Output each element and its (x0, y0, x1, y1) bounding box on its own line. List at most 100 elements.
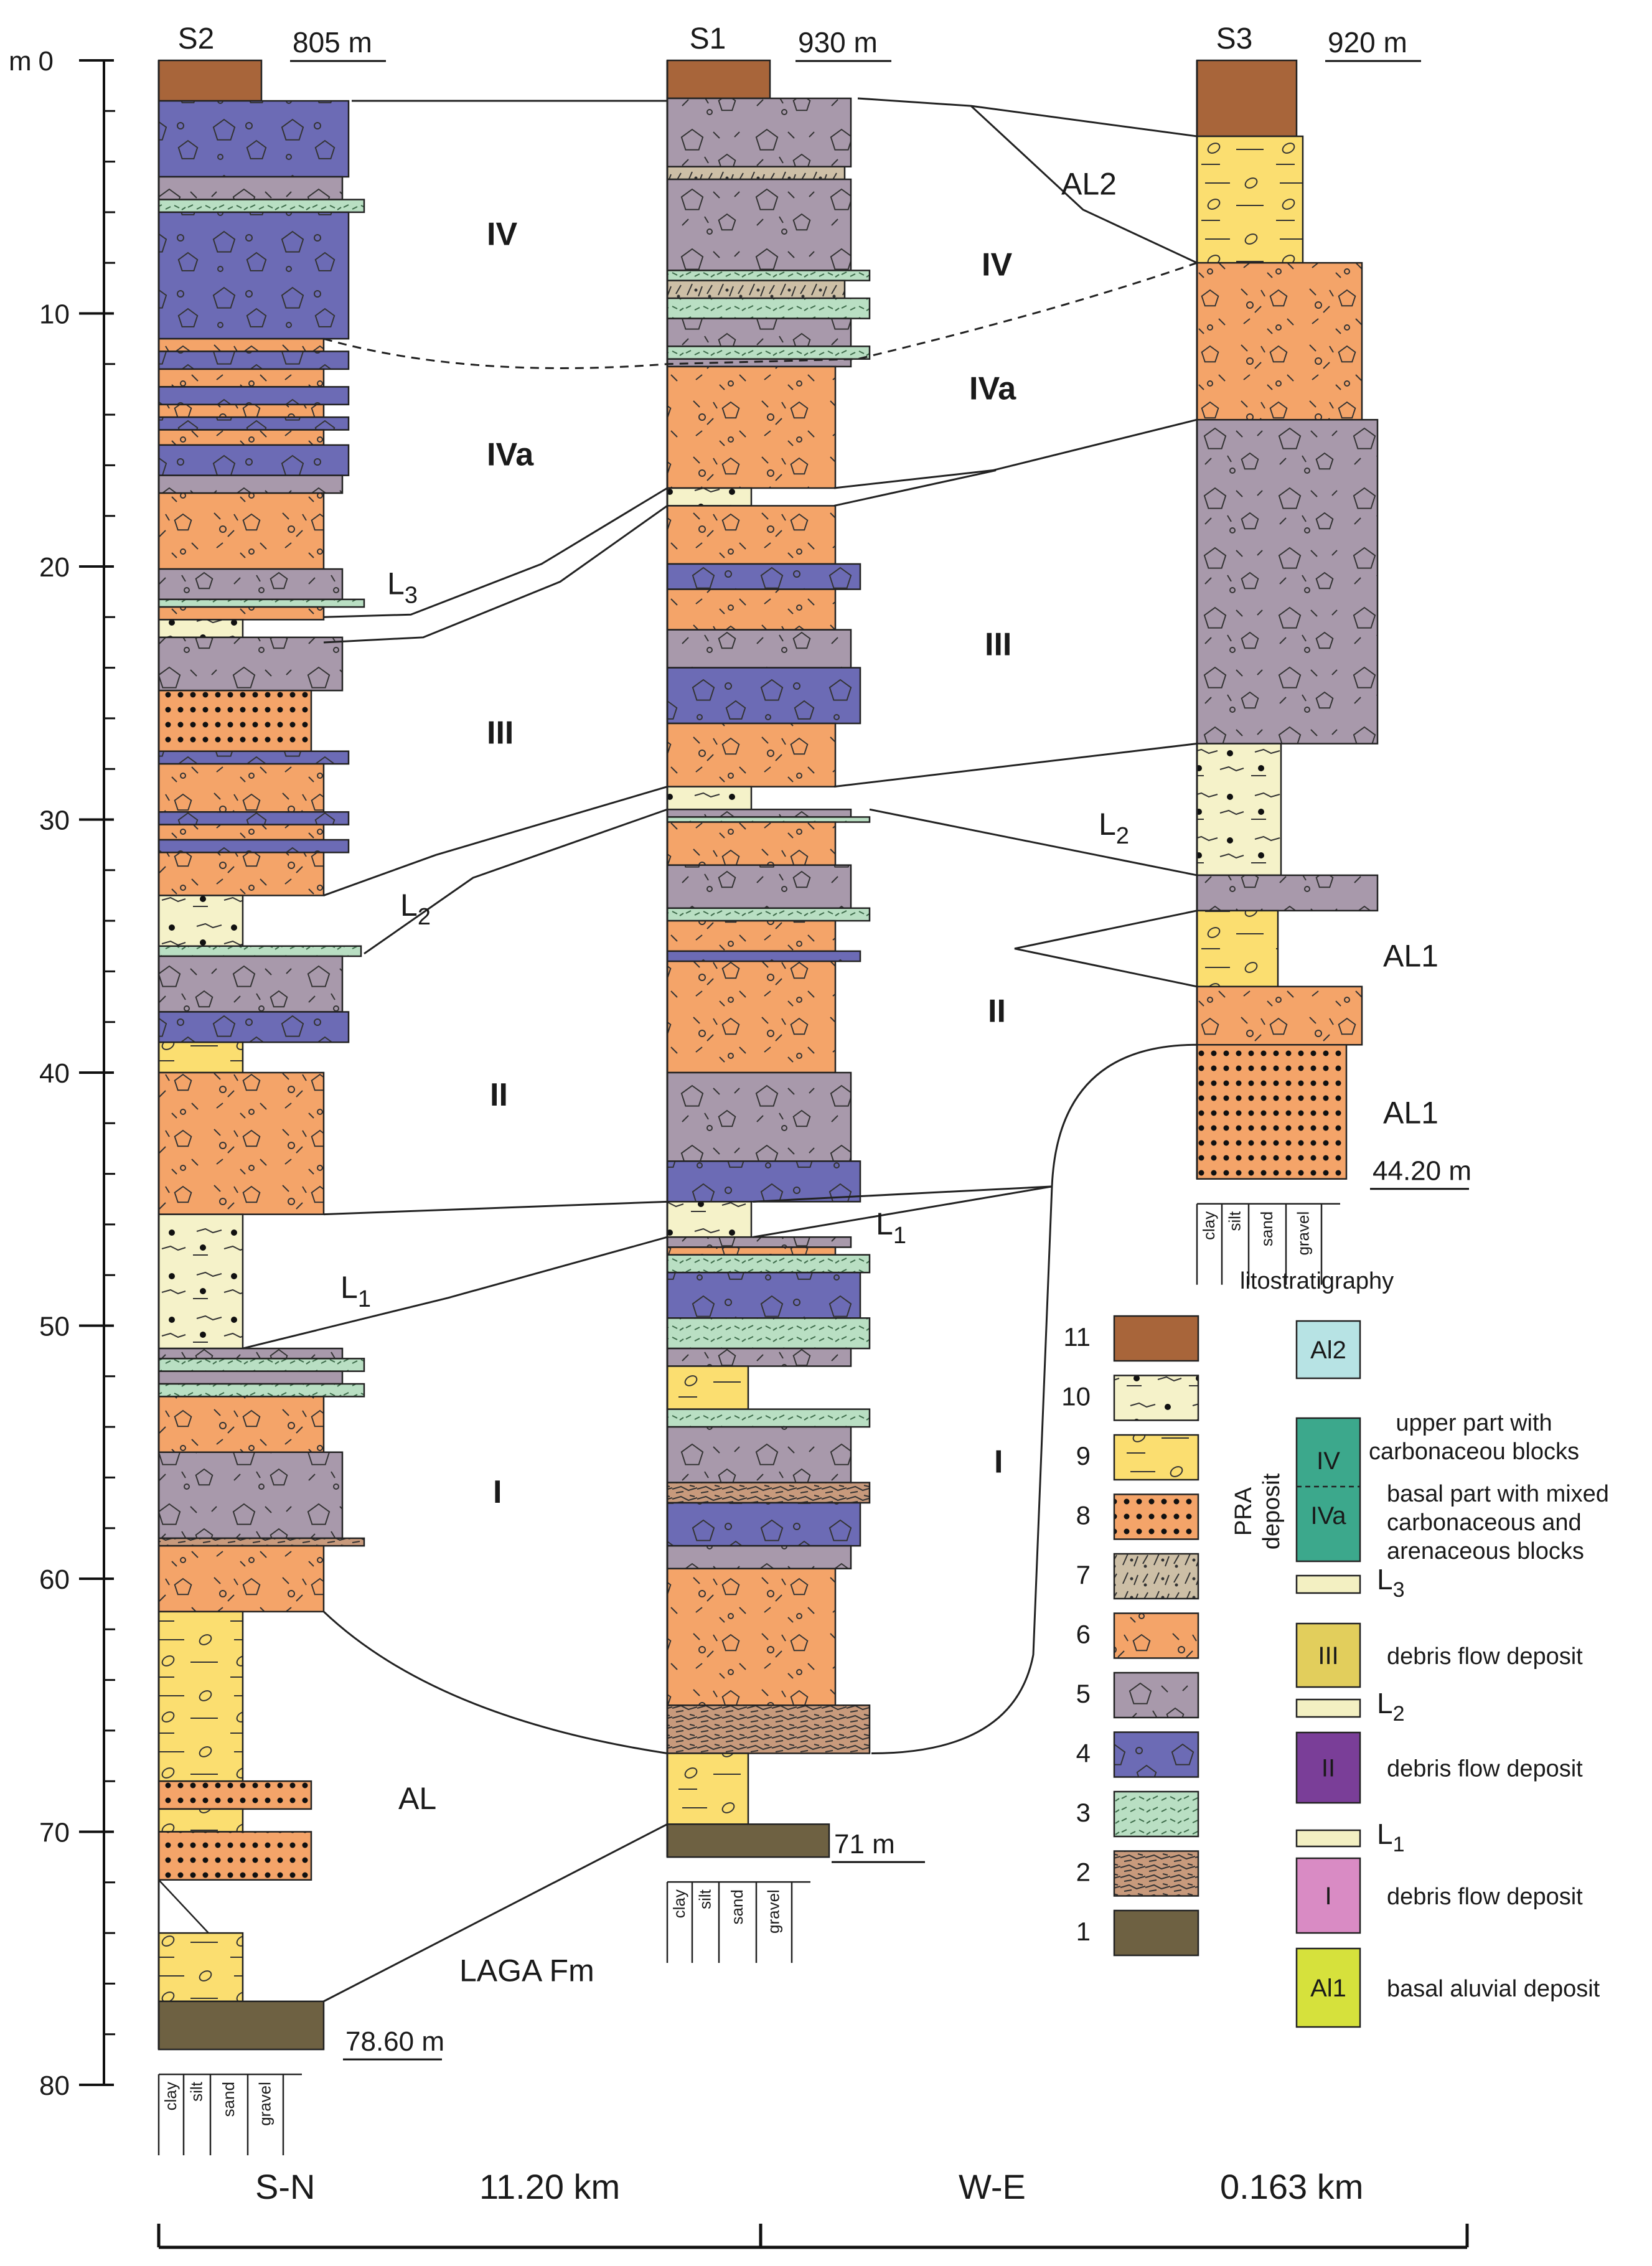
unit-label-IV: IV (487, 217, 517, 253)
boundary-II-top-right (833, 743, 1198, 788)
bed-pattern-1 (157, 2000, 325, 2051)
grain-size-label: silt (696, 1889, 715, 1909)
legend-unit-desc: debris flow deposit (1387, 1643, 1583, 1670)
column-name: S1 (690, 22, 726, 55)
bed-pattern-3 (157, 1383, 365, 1398)
boundary-AL1-wedge (1014, 910, 1198, 988)
boundary-AL2-top (857, 97, 1198, 138)
bed-pattern-6 (157, 1396, 325, 1454)
legend-unit-desc: upper part with (1396, 1410, 1552, 1436)
legend-pattern-number: 11 (1063, 1322, 1091, 1352)
column-elevation: 920 m (1328, 26, 1407, 59)
correlation-lines (242, 97, 1198, 2003)
bed-pattern-11 (157, 59, 263, 102)
legend-pattern-swatch (1113, 1612, 1199, 1659)
unit-label-L1: L1 (876, 1206, 906, 1249)
bed-pattern-7 (666, 280, 846, 299)
bed-pattern-5 (666, 1347, 852, 1367)
legend-pattern-swatch (1113, 1434, 1199, 1481)
legend-unit-desc: L1 (1377, 1818, 1405, 1856)
bed-pattern-3 (666, 907, 871, 922)
bed-pattern-5 (666, 808, 852, 818)
bed-pattern-4 (157, 386, 350, 406)
bed-pattern-6 (157, 492, 325, 570)
legend-unit-code: Al2 (1310, 1337, 1346, 1364)
bed-pattern-5 (157, 568, 344, 601)
depth-tick-label: 0 (39, 46, 54, 77)
bed-pattern-10 (157, 895, 244, 947)
bed-pattern-6 (666, 588, 837, 631)
bed-pattern-6 (157, 763, 325, 813)
depth-tick-label: 70 (39, 1818, 70, 1848)
legend-unit-swatch (1295, 1947, 1361, 2028)
bed-pattern-4 (157, 350, 350, 370)
boundary-L3-base (323, 505, 668, 644)
bed-pattern-6 (666, 365, 837, 489)
legend-pattern-swatch (1113, 1909, 1199, 1957)
bed-pattern-6 (157, 337, 325, 352)
boundary-L2-base (364, 808, 668, 955)
legend-unit-swatch (1295, 1698, 1361, 1718)
unit-label-II: II (988, 994, 1006, 1030)
unit-label-laga-fm: LAGA Fm (459, 1953, 594, 1988)
bed-pattern-5 (157, 1370, 344, 1385)
legend-pattern-number: 10 (1061, 1382, 1091, 1411)
bed-pattern-5 (666, 97, 852, 167)
bed-pattern-9 (1196, 910, 1279, 988)
unit-label-IV: IV (982, 247, 1012, 283)
grain-size-label: sand (219, 2082, 238, 2117)
column-base-depth: 71 m (834, 1829, 895, 1859)
legend-pattern-swatch (1113, 1731, 1199, 1778)
bed-pattern-5 (666, 1544, 852, 1569)
unit-label-IVa: IVa (487, 436, 534, 472)
grain-size-label: silt (1226, 1211, 1244, 1231)
bed-pattern-10 (157, 619, 244, 639)
grain-size-label: clay (670, 1889, 688, 1918)
depth-tick-label: 30 (39, 806, 70, 836)
boundary-L1-top (323, 1200, 668, 1216)
legend-pattern-number: 9 (1076, 1441, 1091, 1470)
bed-pattern-6 (1196, 985, 1363, 1046)
bed-pattern-8 (157, 689, 312, 752)
legend-unit-code: II (1321, 1755, 1335, 1782)
legend-title: litostratigraphy (1240, 1268, 1394, 1294)
bed-pattern-5 (666, 1071, 852, 1162)
unit-label-L1: L1 (340, 1270, 371, 1312)
depth-tick-label: 40 (39, 1058, 70, 1089)
legend-unit-desc: basal part with mixed (1387, 1481, 1609, 1507)
legend-unit-desc: basal aluvial deposit (1387, 1976, 1600, 2002)
bed-pattern-4 (157, 750, 350, 765)
legend-unit-code: Al1 (1310, 1975, 1346, 2002)
grain-size-label: clay (1199, 1211, 1218, 1240)
bed-pattern-5 (157, 1347, 344, 1360)
bed-pattern-5 (666, 864, 852, 910)
depth-tick-label: 80 (39, 2071, 70, 2101)
bed-pattern-3 (666, 1254, 871, 1274)
bed-pattern-6 (157, 824, 325, 841)
legend-pattern-number: 8 (1076, 1501, 1091, 1530)
legend-unit-desc: debris flow deposit (1387, 1756, 1583, 1782)
legend-unit-swatch (1295, 1574, 1361, 1594)
bed-pattern-6 (666, 821, 837, 866)
legend-unit-desc: arenaceous blocks (1387, 1538, 1584, 1564)
bed-pattern-10 (1196, 743, 1282, 877)
legend-unit-desc: debris flow deposit (1387, 1884, 1583, 1910)
bed-pattern-8 (157, 1831, 312, 1881)
legend-pattern-swatch (1113, 1553, 1199, 1600)
legend-unit-desc: carbonaceous and (1387, 1510, 1582, 1536)
scale-distance-left: 11.20 km (479, 2167, 620, 2206)
bed-pattern-2 (157, 1537, 365, 1547)
bed-pattern-5 (157, 176, 344, 200)
legend-pattern-number: 2 (1076, 1858, 1091, 1887)
bed-pattern-6 (1196, 261, 1363, 421)
bed-pattern-8 (157, 1780, 312, 1810)
boundary-L1-base-right (753, 1185, 1053, 1238)
legend-unit-desc: L3 (1377, 1563, 1405, 1602)
bed-pattern-6 (666, 960, 837, 1074)
legend-pattern-number: 5 (1076, 1679, 1091, 1708)
unit-label-II: II (490, 1077, 508, 1113)
bed-pattern-3 (157, 1358, 365, 1372)
bed-pattern-10 (666, 1201, 753, 1238)
